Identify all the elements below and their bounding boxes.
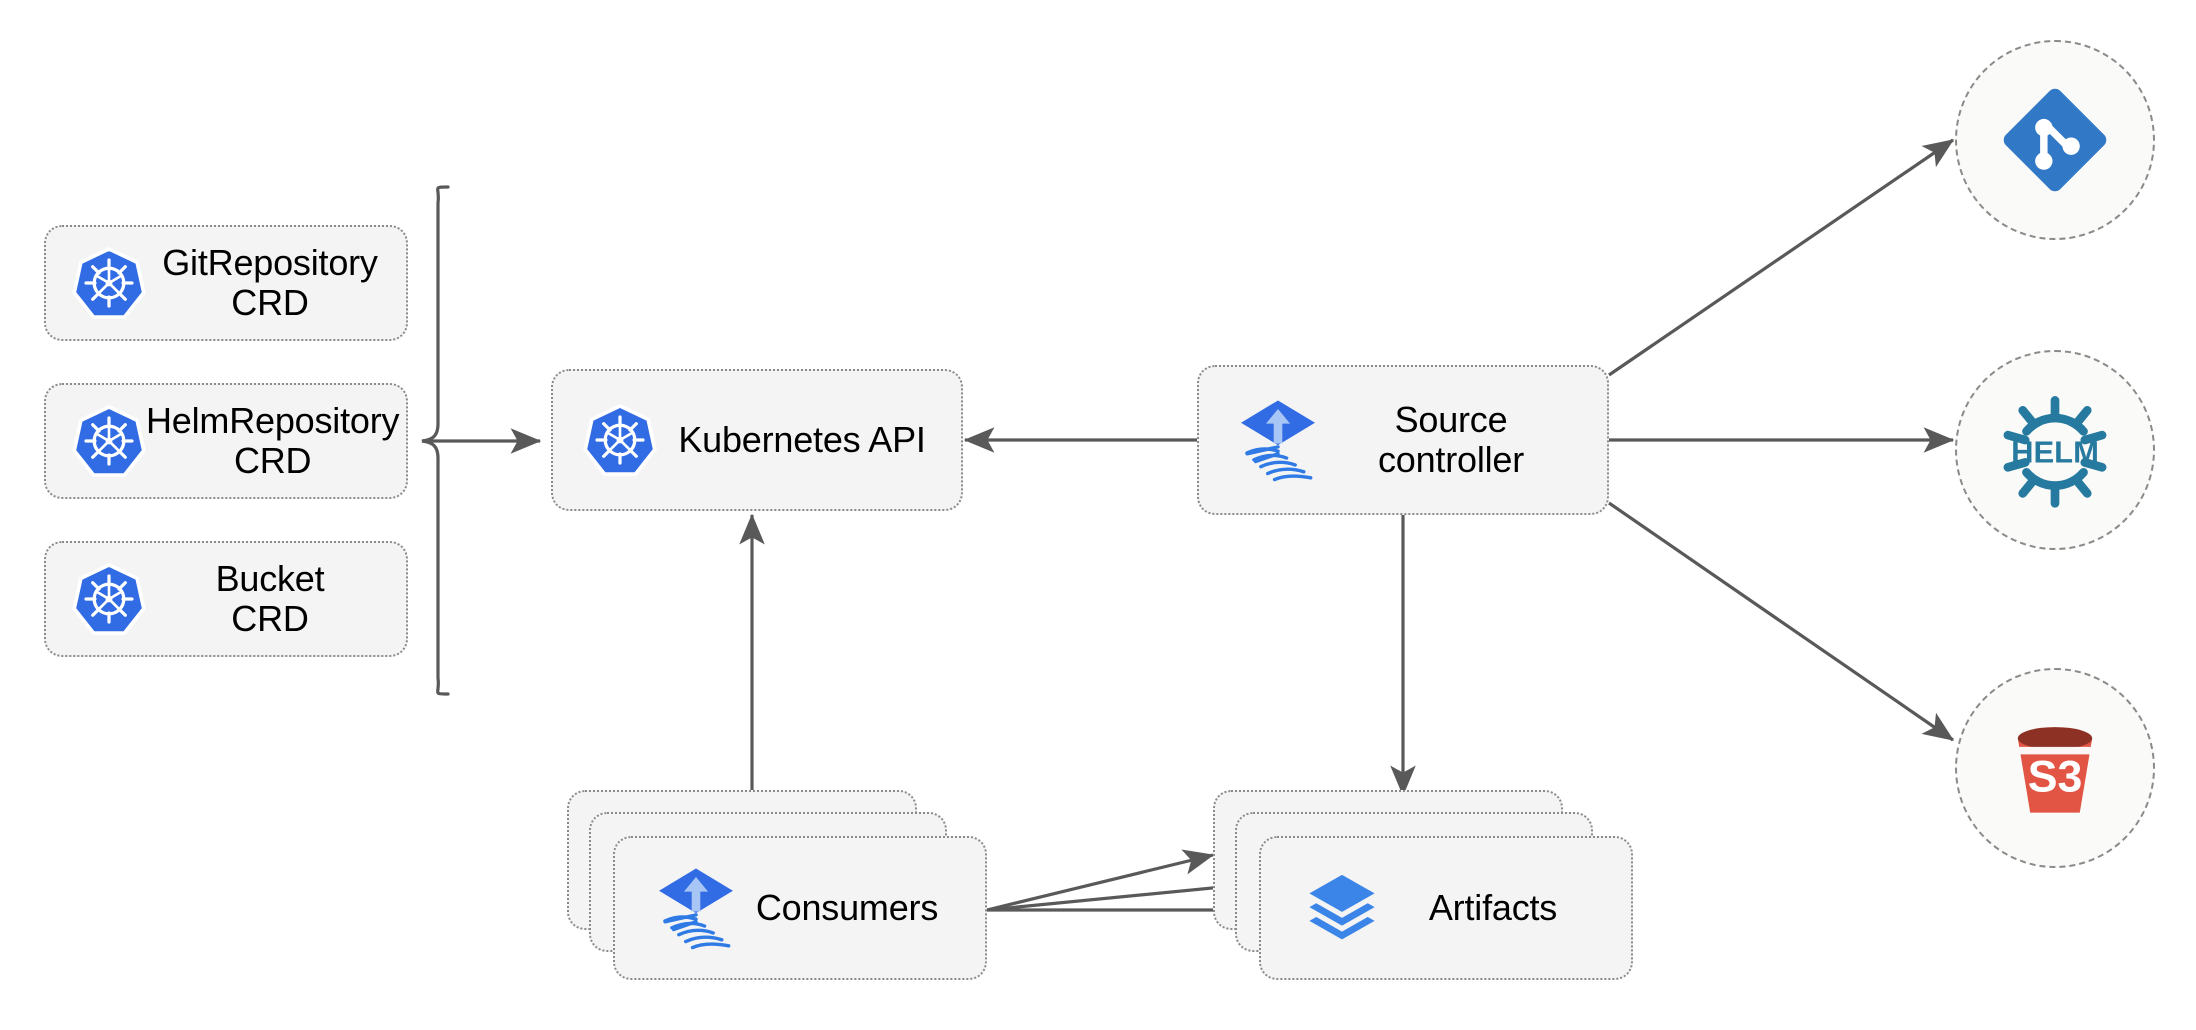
node-label: Bucket CRD <box>215 557 325 639</box>
node-label: Source controller <box>1377 398 1525 480</box>
stack-card-front[interactable]: Artifacts <box>1259 836 1633 980</box>
s3-label: S3 <box>2028 753 2083 802</box>
flux-icon <box>653 865 739 951</box>
node-kubernetes-api[interactable]: Kubernetes API <box>551 369 963 511</box>
node-gitrepository-crd[interactable]: GitRepository CRD <box>44 225 408 341</box>
kubernetes-icon <box>72 404 146 478</box>
kubernetes-icon <box>583 403 657 477</box>
node-label: Consumers <box>755 886 939 928</box>
node-label: Artifacts <box>1428 886 1558 928</box>
helm-label: HELM <box>2011 434 2099 469</box>
node-label: Kubernetes API <box>678 418 926 460</box>
node-helmrepository-crd[interactable]: HelmRepository CRD <box>44 383 408 499</box>
node-artifacts[interactable]: Artifacts <box>1213 790 1633 990</box>
node-label: HelmRepository CRD <box>146 399 400 481</box>
arrow-consumers-to-artifacts-2 <box>986 875 1245 912</box>
crd-group-brace <box>421 185 450 696</box>
git-icon <box>1993 78 2117 202</box>
kubernetes-icon <box>72 246 146 320</box>
node-git-source[interactable] <box>1955 40 2155 240</box>
stack-card-front[interactable]: Consumers <box>613 836 987 980</box>
node-bucket-crd[interactable]: Bucket CRD <box>44 541 408 657</box>
node-consumers[interactable]: Consumers <box>567 790 987 990</box>
node-s3-source[interactable]: S3 <box>1955 668 2155 868</box>
layers-icon <box>1298 865 1386 951</box>
s3-icon: S3 <box>1993 706 2117 830</box>
kubernetes-icon <box>72 562 146 636</box>
node-helm-source[interactable]: HELM <box>1955 350 2155 550</box>
arrow-source-to-s3 <box>1608 501 1955 742</box>
node-label: GitRepository CRD <box>162 241 378 323</box>
node-source-controller[interactable]: Source controller <box>1197 365 1609 515</box>
arrow-consumers-to-artifacts-1 <box>986 849 1215 912</box>
helm-icon: HELM <box>1993 388 2117 512</box>
flux-icon <box>1235 397 1321 483</box>
arrow-source-to-git <box>1608 138 1955 377</box>
